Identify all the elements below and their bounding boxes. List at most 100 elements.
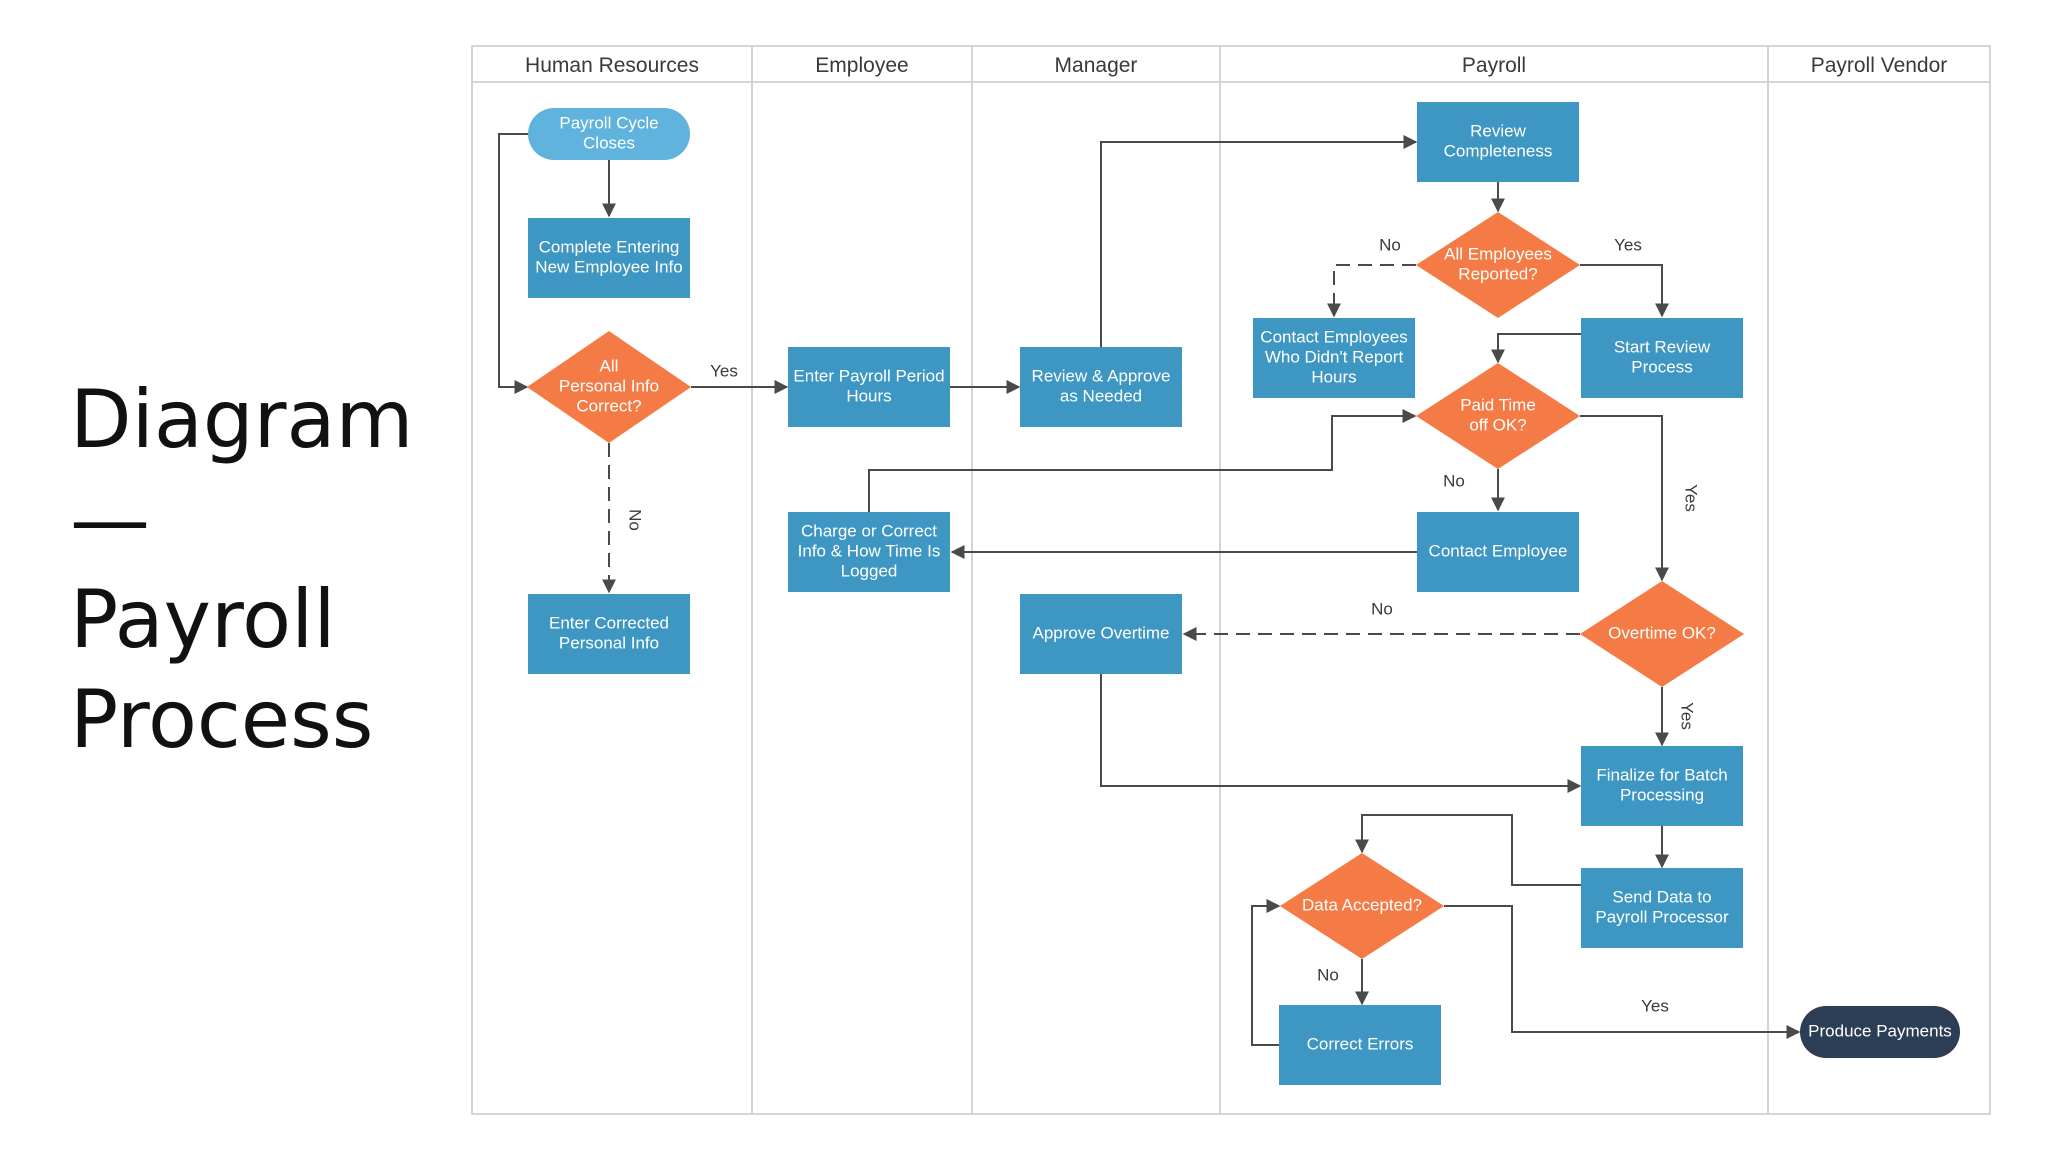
slide-title-line-2: — [70,473,150,566]
process-box [1020,347,1182,427]
node-label-line: Enter Corrected [549,613,669,632]
node-label-line: Personal Info [559,376,659,395]
process-box [788,347,950,427]
node-label-line: Personal Info [559,633,659,652]
node-produce-payments: Produce Payments [1800,1006,1960,1058]
process-box [788,512,950,592]
connector-label-yes: Yes [710,361,738,380]
node-label-line: Review [1470,121,1526,140]
node-label-line: Produce Payments [1808,1021,1952,1040]
node-label-line: Processing [1620,785,1704,804]
slide-title-line-1: Diagram [70,373,414,466]
node-label-line: Correct Errors [1307,1034,1414,1053]
node-label-line: Hours [846,386,891,405]
node-label-line: All Employees [1444,244,1552,263]
node-label-line: Enter Payroll Period [793,366,944,385]
lane-header-vendor: Payroll Vendor [1811,54,1948,77]
node-approve-overtime: Approve Overtime [1020,594,1182,674]
process-box [1253,318,1415,398]
node-overtime-ok: Overtime OK? [1580,581,1744,687]
process-box [1581,318,1743,398]
node-label-line: Hours [1311,367,1356,386]
node-label-line: Contact Employee [1429,541,1568,560]
node-label-line: Closes [583,133,635,152]
node-label-line: Paid Time [1460,395,1536,414]
decision-diamond [1280,853,1444,959]
connector-charge-or-correct-to-paid-time-off-ok [868,409,1417,512]
connector-review-approve-to-review-completeness [1100,135,1418,347]
node-label-line: Data Accepted? [1302,895,1422,914]
node-label-line: Overtime OK? [1608,623,1716,642]
start-terminator [528,108,690,160]
connector-label-no: No [1443,471,1465,490]
process-box [1581,868,1743,948]
end-terminator [1800,1006,1960,1058]
node-label-line: Correct? [576,396,641,415]
connector-paid-time-off-ok-to-overtime-ok [1580,415,1669,582]
lane-header-employee: Employee [815,54,908,77]
connector-label-no: No [1317,965,1339,984]
connector-all-employees-reported-to-start-review-process [1580,264,1669,318]
process-box [1417,102,1579,182]
slide-title-line-4: Process [70,673,374,766]
node-label-line: Who Didn't Report [1265,347,1404,366]
lane-header-hr: Human Resources [525,54,699,77]
node-label-line: Start Review [1614,337,1711,356]
connector-send-data-to-data-accepted [1355,814,1581,886]
process-box [1581,746,1743,826]
connector-label-no: No [1379,235,1401,254]
connector-payroll-cycle-closes-to-all-personal-info-correct [498,133,529,394]
process-box [1279,1005,1441,1085]
node-correct-errors: Correct Errors [1279,1005,1441,1085]
node-label-line: Contact Employees [1260,327,1407,346]
connectors [498,133,1801,1046]
connector-approve-overtime-to-finalize-batch [1100,674,1582,793]
node-contact-employee: Contact Employee [1417,512,1579,592]
connector-label-no: No [626,509,645,531]
node-label-line: Charge or Correct [801,521,937,540]
decision-diamond [1416,363,1580,469]
node-label-line: Completeness [1444,141,1553,160]
connector-start-review-process-to-paid-time-off-ok [1491,333,1581,364]
node-label-line: Reported? [1458,264,1537,283]
node-label-line: Payroll Cycle [559,113,658,132]
node-label-line: off OK? [1469,415,1526,434]
node-label-line: Process [1631,357,1692,376]
process-box [528,594,690,674]
connector-all-employees-reported-to-contact-employees [1327,264,1416,318]
node-label-line: Info & How Time Is [798,541,941,560]
node-label-line: Payroll Processor [1595,907,1729,926]
swimlane-frame [471,45,1991,1115]
decision-diamond [527,331,691,443]
node-label-line: Finalize for Batch [1596,765,1727,784]
decision-diamond [1580,581,1744,687]
connector-label-no: No [1371,599,1393,618]
node-label-line: Review & Approve [1032,366,1171,385]
node-label-line: Send Data to [1612,887,1711,906]
process-box [1020,594,1182,674]
decision-diamond [1416,212,1580,318]
connector-correct-errors-to-data-accepted [1251,899,1281,1046]
node-label-line: as Needed [1060,386,1142,405]
node-label-line: All [600,356,619,375]
process-box [528,218,690,298]
connector-data-accepted-to-produce-payments [1444,905,1801,1039]
lane-header-manager: Manager [1055,54,1138,77]
node-label-line: Logged [841,561,898,580]
